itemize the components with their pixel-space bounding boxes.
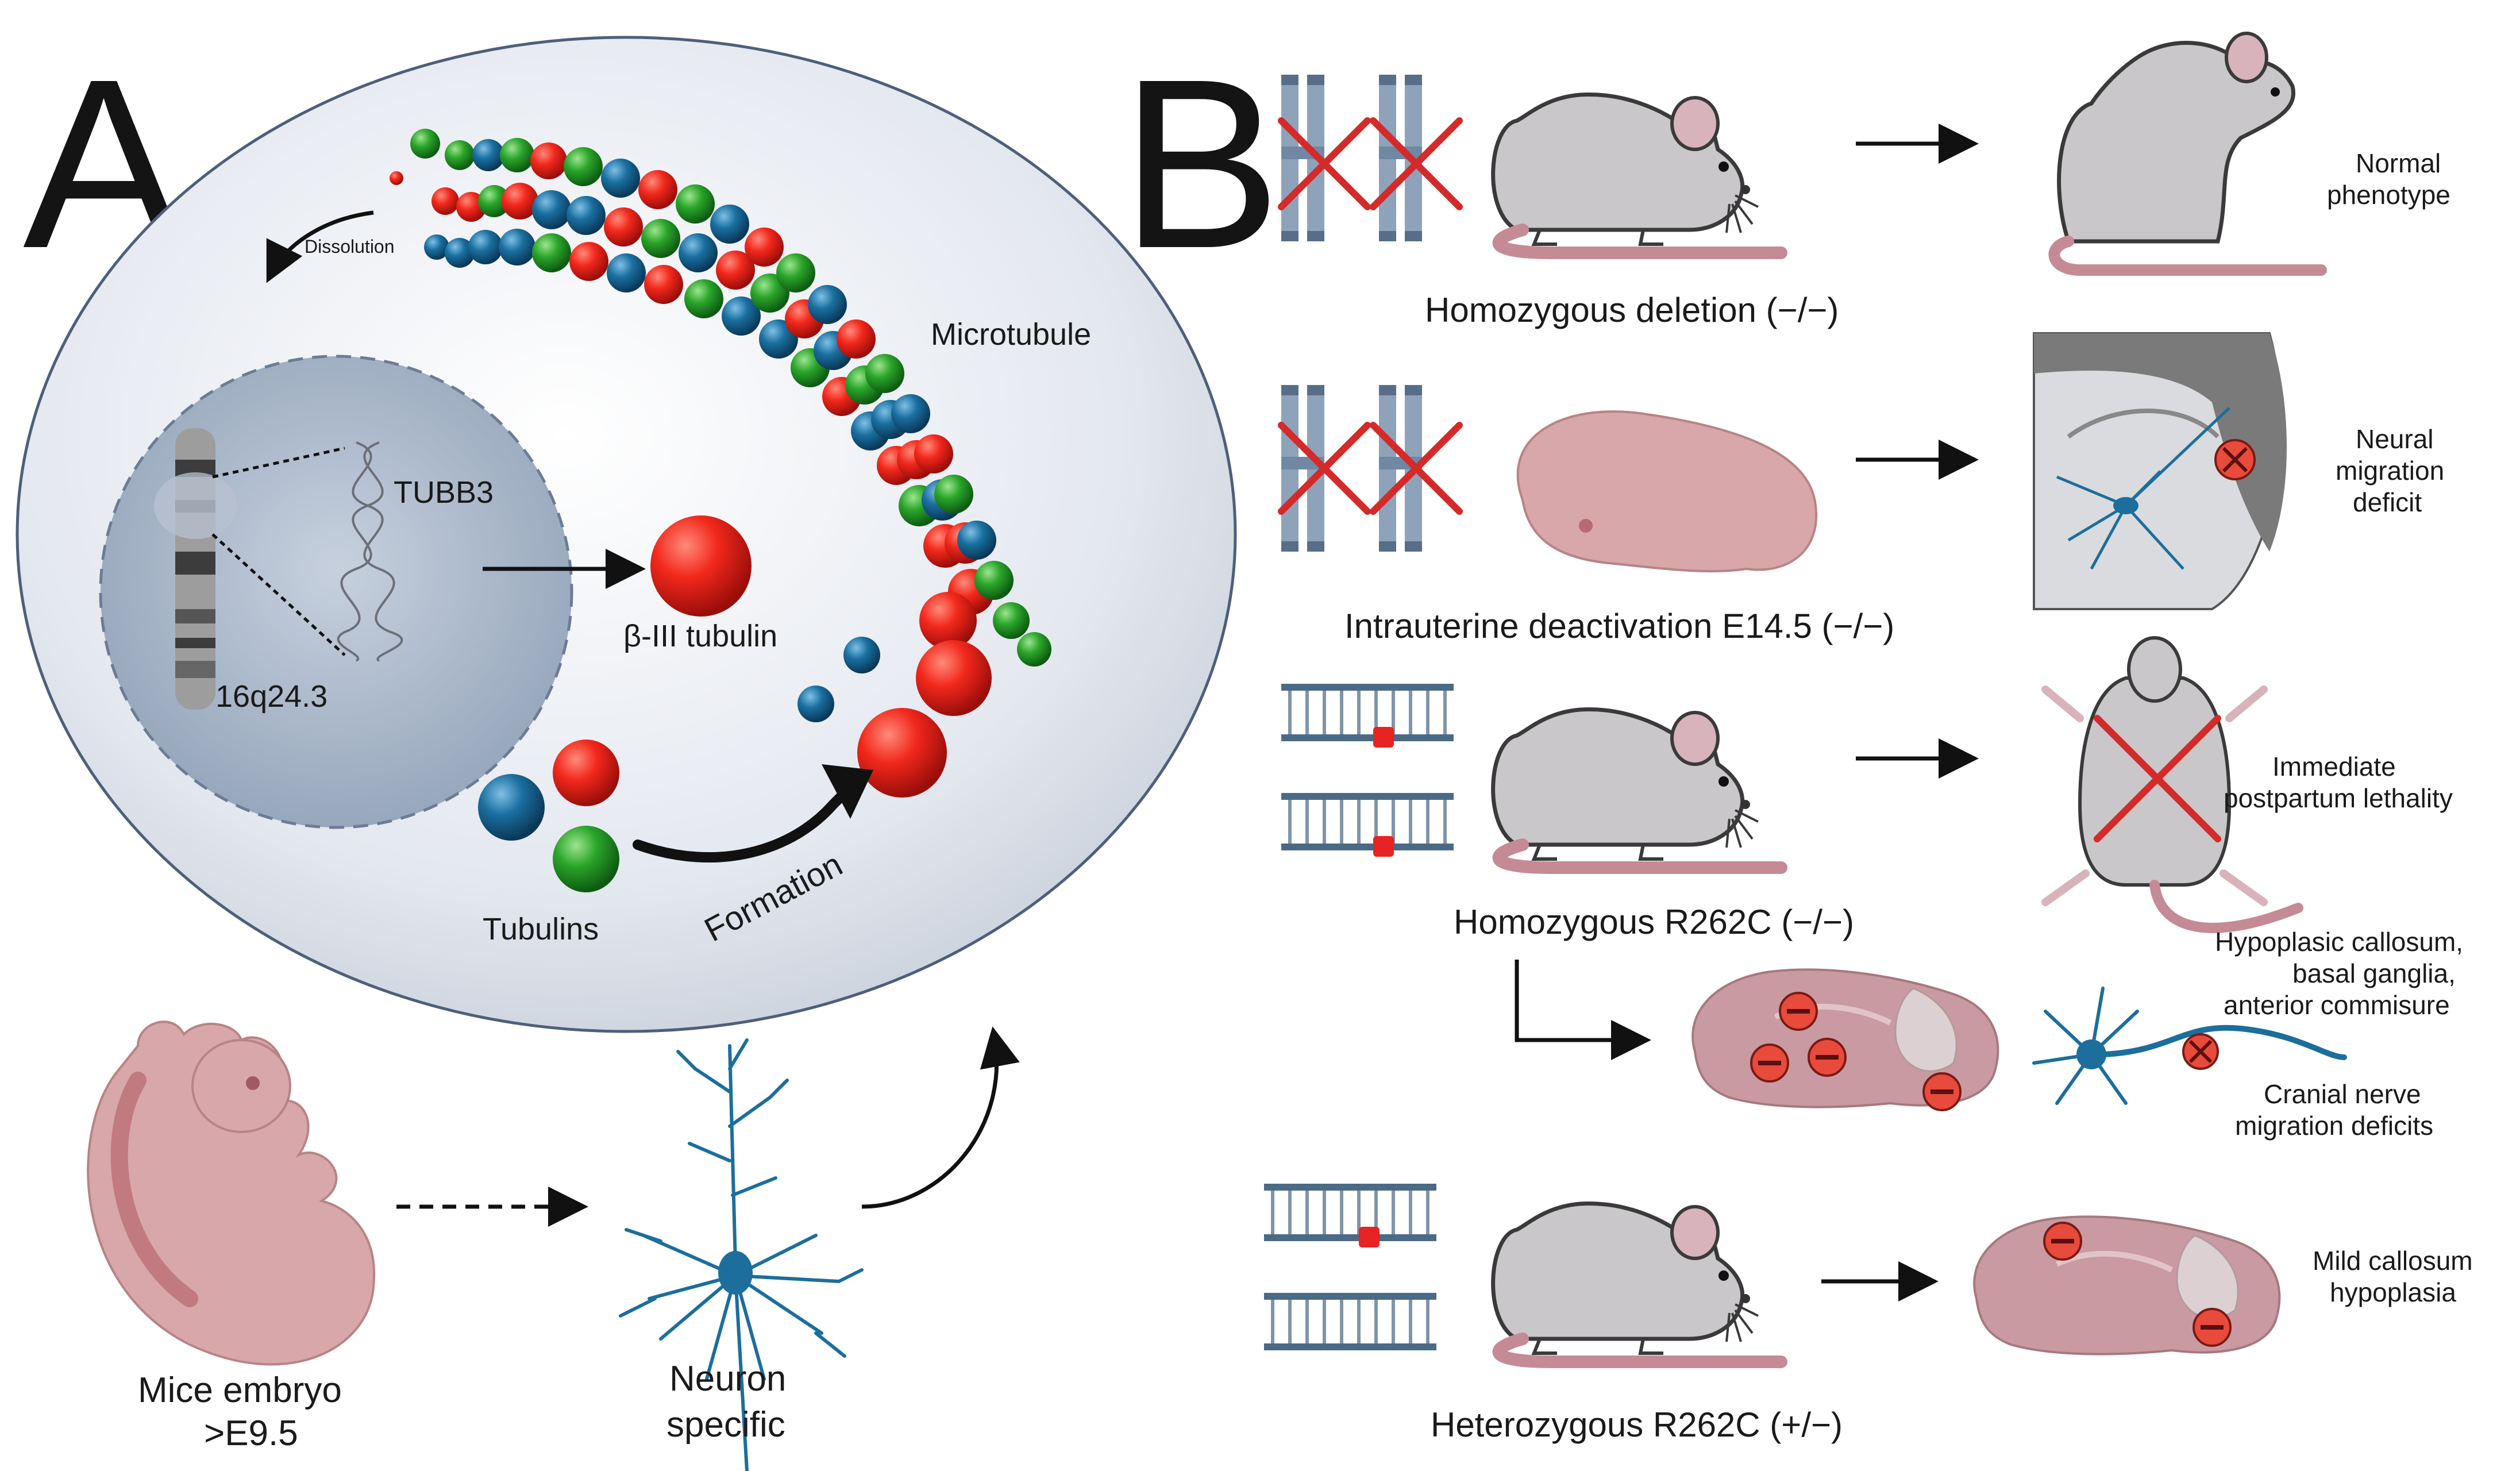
row1-normal-mouse <box>2048 32 2327 276</box>
neuron-soma <box>718 1251 753 1295</box>
row2-outcome-line1: Neural <box>2356 424 2434 454</box>
microtubule <box>390 129 1051 798</box>
chromosome-16 <box>154 428 237 710</box>
zoom-line-top <box>212 446 345 479</box>
row5-mouse <box>1493 1204 1758 1353</box>
nucleus <box>99 355 573 829</box>
row4-neuron-soma <box>2076 1039 2106 1069</box>
row4-neuron-block-cross <box>2188 1039 2213 1064</box>
neuron-label-line2: specific <box>666 1405 785 1445</box>
microtubule-label: Microtubule <box>931 317 1091 352</box>
row1-outcome-line1: Normal <box>2356 148 2441 178</box>
row5-brain <box>1974 1216 2279 1354</box>
row4-cranial-neuron <box>2032 987 2347 1105</box>
mouse-embryo <box>87 1021 376 1366</box>
row2-fetus <box>1516 410 1818 573</box>
row2-outcome-line2: migration <box>2336 456 2444 486</box>
beta-iii-tubulin-label: β-III tubulin <box>623 619 777 653</box>
row3-genotype: Homozygous R262C (−/−) <box>1454 903 1854 941</box>
row5-genotype: Heterozygous R262C (+/−) <box>1431 1405 1843 1444</box>
tubulins-label: Tubulins <box>483 912 599 946</box>
row1-genotype: Homozygous deletion (−/−) <box>1425 291 1839 329</box>
row2-chromosomes <box>1281 385 1459 552</box>
zoom-line-bottom <box>211 533 346 656</box>
tubulin-green <box>553 826 619 892</box>
neuron-to-cell-arrow <box>861 1026 1020 1209</box>
row2-brain-section <box>2033 332 2287 610</box>
neuron-label-line1: Neuron <box>669 1359 786 1399</box>
tubulin-blue <box>478 774 545 841</box>
row3-dead-mouse <box>2041 636 2303 933</box>
row4-outcome-line2: basal ganglia, <box>2292 958 2456 988</box>
row3-outcome-line2: postpartum lethality <box>2224 783 2453 813</box>
row5-outcome-line1: Mild callosum <box>2313 1246 2473 1276</box>
row3-mouse <box>1493 710 1758 859</box>
locus-label: 16q24.3 <box>215 679 327 714</box>
row5-mouse-tail <box>1492 1333 1787 1368</box>
row4-outcome-line1: Hypoplasic callosum, <box>2215 927 2463 957</box>
formation-arrow <box>633 788 850 863</box>
row4-outcome-line3: anterior commisure <box>2224 990 2450 1020</box>
row2-outcome-line3: deficit <box>2353 487 2422 517</box>
gene-label: TUBB3 <box>394 475 494 510</box>
row3-dna <box>1281 684 1454 857</box>
row5-dna <box>1264 1184 1436 1350</box>
tubulin-red <box>553 740 619 806</box>
embryo-label-line1: Mice embryo <box>138 1370 342 1410</box>
row2-genotype: Intrauterine deactivation E14.5 (−/−) <box>1344 607 1894 645</box>
row3-outcome-line1: Immediate <box>2272 752 2396 781</box>
dissolution-label: Dissolution <box>305 236 395 257</box>
row4-outcome2-line2: migration deficits <box>2235 1111 2433 1141</box>
neuron-icon <box>619 1038 864 1471</box>
embryo-label-line2: >E9.5 <box>204 1414 298 1453</box>
row1-mouse <box>1493 95 1758 244</box>
row3-mouse-tail <box>1492 838 1787 874</box>
row1-mouse-tail <box>1492 224 1787 259</box>
panel-letter-b: B <box>1120 29 1281 299</box>
row4-branch-arrow <box>1515 960 1651 1060</box>
formation-arrowhead <box>822 764 873 819</box>
dissolution-arrow <box>266 210 374 283</box>
row4-brain <box>1693 969 1998 1111</box>
beta-iii-tubulin <box>650 515 752 617</box>
dna-helix <box>337 441 403 662</box>
row1-outcome-line2: phenotype <box>2327 180 2450 210</box>
row4-outcome2-line1: Cranial nerve <box>2264 1079 2421 1109</box>
row1-chromosomes <box>1281 75 1459 241</box>
row5-outcome-line2: hypoplasia <box>2330 1277 2456 1307</box>
